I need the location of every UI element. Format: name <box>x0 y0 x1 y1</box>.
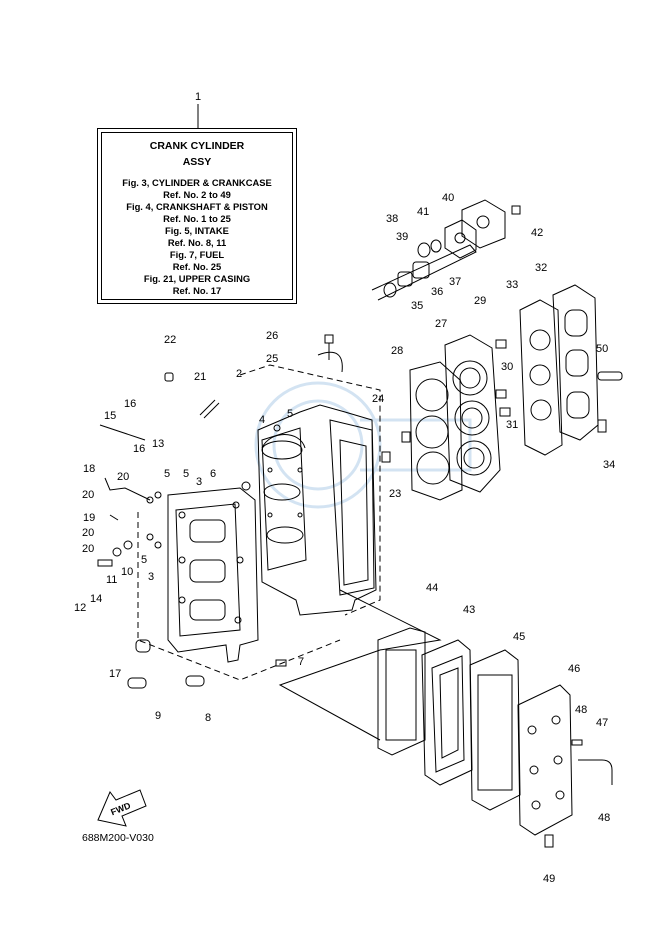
callout-2: 2 <box>236 368 242 380</box>
crankcase-part <box>167 487 259 663</box>
info-line: Ref. No. 2 to 49 <box>163 189 231 200</box>
callout-45: 45 <box>513 631 525 643</box>
exhaust-outer-cover-46 <box>517 684 573 836</box>
callout-16: 16 <box>124 398 136 410</box>
callout-30: 30 <box>501 361 513 373</box>
thermostat-parts <box>383 239 442 298</box>
callout-21: 21 <box>194 371 206 383</box>
callout-24: 24 <box>372 393 384 405</box>
callout-31: 31 <box>506 419 518 431</box>
exhaust-inner-cover-43 <box>421 639 473 786</box>
info-title-line1: CRANK CYLINDER <box>149 140 245 152</box>
callout-4: 4 <box>259 414 265 426</box>
callout-3: 3 <box>196 476 202 488</box>
callout-3: 3 <box>148 571 154 583</box>
callout-20: 20 <box>82 489 94 501</box>
callout-5: 5 <box>164 468 170 480</box>
callout-8: 8 <box>205 712 211 724</box>
callout-39: 39 <box>396 231 408 243</box>
callout-44: 44 <box>426 582 438 594</box>
callout-16: 16 <box>133 443 145 455</box>
callout-18: 18 <box>83 463 95 475</box>
callout-17: 17 <box>109 668 121 680</box>
callout-40: 40 <box>442 192 454 204</box>
callout-5: 5 <box>141 554 147 566</box>
callout-28: 28 <box>391 345 403 357</box>
cylinder-head-part <box>444 334 501 493</box>
callout-29: 29 <box>474 295 486 307</box>
callout-7: 7 <box>298 656 304 668</box>
callout-49: 49 <box>543 873 555 885</box>
info-line: Fig. 4, CRANKSHAFT & PISTON <box>126 201 268 212</box>
head-cover-gasket-part <box>519 299 563 456</box>
callout-13: 13 <box>152 438 164 450</box>
callout-48: 48 <box>575 704 587 716</box>
callout-6: 6 <box>210 468 216 480</box>
callout-48: 48 <box>598 812 610 824</box>
callout-47: 47 <box>596 717 608 729</box>
info-line: Fig. 21, UPPER CASING <box>143 273 251 284</box>
callout-22: 22 <box>164 334 176 346</box>
callout-42: 42 <box>531 227 543 239</box>
callout-36: 36 <box>431 286 443 298</box>
info-title-line2: ASSY <box>182 156 212 168</box>
callout-19: 19 <box>83 512 95 524</box>
callout-12: 12 <box>74 602 86 614</box>
callout-11: 11 <box>106 574 117 586</box>
thermostat-gasket-part <box>444 219 477 259</box>
small-parts <box>97 205 623 848</box>
exhaust-gasket-44 <box>377 627 426 756</box>
info-line: Fig. 3, CYLINDER & CRANKCASE <box>122 177 272 188</box>
callout-35: 35 <box>411 300 423 312</box>
info-line: Fig. 7, FUEL <box>169 249 225 260</box>
thermostat-cover-part <box>461 199 506 249</box>
thermostat-group-line <box>371 244 477 301</box>
callout-27: 27 <box>435 318 447 330</box>
catalog-number: 688M200-V030 <box>82 832 154 844</box>
callout-41: 41 <box>417 206 429 218</box>
assembly-info-box: CRANK CYLINDER ASSY Fig. 3, CYLINDER & C… <box>97 128 297 304</box>
callout-10: 10 <box>121 566 133 578</box>
callout-20: 20 <box>82 527 94 539</box>
callout-33: 33 <box>506 279 518 291</box>
callout-50: 50 <box>596 343 608 355</box>
dashed-group-outline <box>239 364 381 616</box>
dashed-group-outline <box>137 512 341 681</box>
callout-23: 23 <box>389 488 401 500</box>
cylinder-block-part <box>257 404 377 616</box>
callout-9: 9 <box>155 710 161 722</box>
callout-38: 38 <box>386 213 398 225</box>
callout-46: 46 <box>568 663 580 675</box>
callout-15: 15 <box>104 410 116 422</box>
hose-47 <box>578 759 613 785</box>
head-gasket-part <box>409 361 463 501</box>
fwd-arrow-icon <box>97 789 147 827</box>
exhaust-gasket-45 <box>469 649 521 811</box>
info-line: Ref. No. 8, 11 <box>167 237 227 248</box>
callout-34: 34 <box>603 459 615 471</box>
info-line: Fig. 5, INTAKE <box>165 225 229 236</box>
callout-32: 32 <box>535 262 547 274</box>
info-line: Ref. No. 17 <box>172 285 222 296</box>
fwd-label: FWD <box>109 800 132 817</box>
callout-20: 20 <box>117 471 129 483</box>
callout-1: 1 <box>195 91 201 103</box>
callout-43: 43 <box>463 604 475 616</box>
callout-37: 37 <box>449 276 461 288</box>
info-line: Ref. No. 25 <box>172 261 222 272</box>
info-line: Ref. No. 1 to 25 <box>163 213 231 224</box>
callout-26: 26 <box>266 330 278 342</box>
callout-20: 20 <box>82 543 94 555</box>
callout-14: 14 <box>90 593 102 605</box>
assembly-leader-line <box>278 589 442 741</box>
callout-5: 5 <box>183 468 189 480</box>
callout-5: 5 <box>287 408 293 420</box>
callout-25: 25 <box>266 353 278 365</box>
assembly-info-box-inner: CRANK CYLINDER ASSY Fig. 3, CYLINDER & C… <box>101 132 293 300</box>
